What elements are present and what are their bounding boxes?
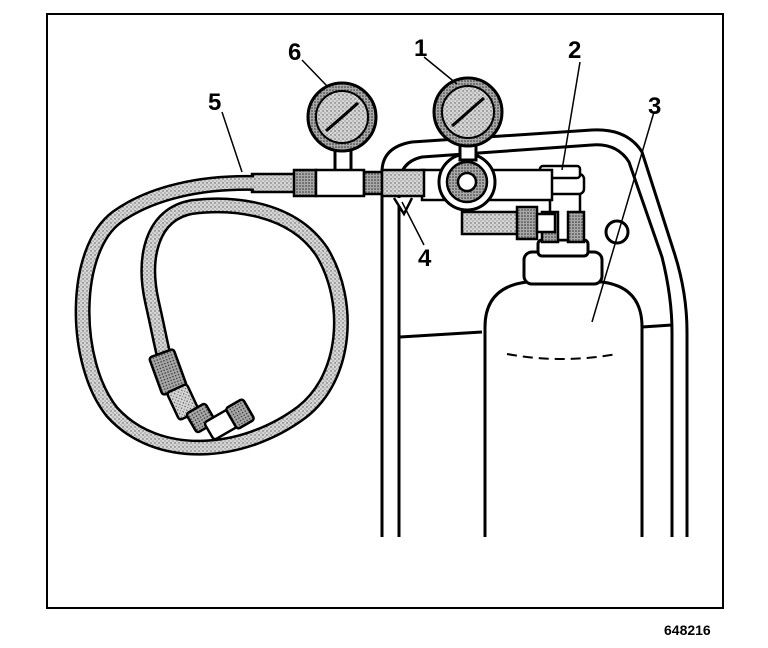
callout-3: 3: [648, 93, 662, 120]
callout-1: 1: [414, 35, 428, 62]
illustration: [74, 56, 689, 537]
cart-frame: [380, 128, 689, 537]
regulator: [420, 152, 557, 241]
refrigerant-cylinder: [483, 219, 644, 537]
callout-5: 5: [208, 89, 222, 116]
figure-number: 648216: [664, 622, 711, 638]
diagram-frame: 1 2 3 4 5 6: [46, 13, 724, 609]
callout-4: 4: [418, 245, 432, 272]
gauge-1: [432, 76, 504, 162]
charging-hose: [74, 174, 349, 456]
callout-6: 6: [288, 39, 302, 66]
leader-lines: [221, 56, 655, 323]
callout-2: 2: [568, 37, 582, 64]
manifold-fittings: [250, 168, 426, 217]
hose-coupler: [148, 348, 255, 441]
gauge-6: [306, 81, 378, 176]
